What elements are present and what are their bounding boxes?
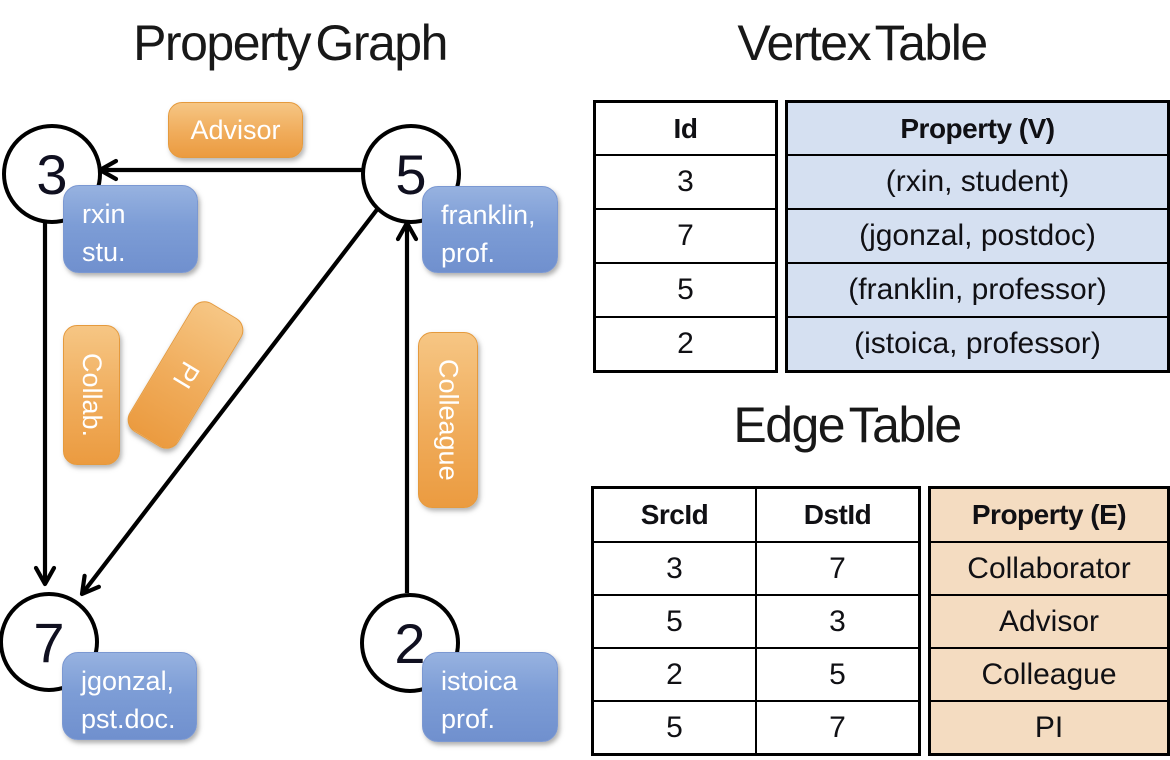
edge-table-dst-cell: 7 [757,700,918,753]
vertex-table-property-cell: (rxin, student) [788,154,1167,208]
edge-table-property-column: Property (E) Collaborator Advisor Collea… [928,486,1170,756]
vertex-property-line: prof. [441,238,496,268]
edge-table-dst-cell: 3 [757,594,918,647]
edge-table-src-cell: 2 [594,647,755,700]
edge-table-src-cell: 5 [594,594,755,647]
vertex-property-box-3: rxin stu. [63,185,198,273]
edge-table-src-cell: 3 [594,541,755,594]
edge-table: SrcId 3 5 2 5 DstId 7 3 5 7 Property (E)… [591,486,1170,756]
property-graph-title: Property Graph [133,15,448,71]
vertex-table-property-header: Property (V) [788,103,1167,154]
edge-table-title: Edge Table [733,397,962,453]
vertex-table-id-cell: 3 [596,154,775,208]
vertex-property-box-7: jgonzal, pst.doc. [62,652,197,740]
edge-table-id-columns: SrcId 3 5 2 5 DstId 7 3 5 7 [591,486,921,756]
edge-table-dst-header: DstId [803,499,872,530]
edge-pi-line [79,205,381,597]
vertex-property-line: istoica [441,666,518,696]
edge-label-colleague: Colleague [418,332,478,508]
vertex-table-property-column: Property (V) (rxin, student) (jgonzal, p… [785,100,1170,373]
edge-table-src-header: SrcId [640,499,709,530]
vertex-property-line: rxin [82,199,126,229]
edge-table-dst-cell: 7 [757,541,918,594]
edge-table-property-cell: Collaborator [931,541,1167,594]
vertex-property-line: franklin, [441,200,536,230]
vertex-property-line: pst.doc. [81,704,176,734]
graph-edges [33,158,419,597]
vertex-table-property-cell: (franklin, professor) [788,262,1167,316]
edge-table-dst-column: DstId 7 3 5 7 [755,489,918,753]
vertex-node-2: 2 [360,593,460,693]
vertex-property-line: jgonzal, [81,666,175,696]
vertex-table-id-column: Id 3 7 5 2 [593,100,778,373]
edge-table-property-cell: Colleague [931,647,1167,700]
property-graph-panel: Property Graph 3 5 7 2 rxin stu. frankli… [0,0,580,760]
vertex-property-box-5: franklin, prof. [422,186,558,273]
edge-table-property-cell: PI [931,700,1167,753]
vertex-property-line: prof. [441,704,496,734]
vertex-table: Id 3 7 5 2 Property (V) (rxin, student) … [593,100,1170,373]
edge-table-src-column: SrcId 3 5 2 5 [594,489,755,753]
vertex-table-title: Vertex Table [737,15,988,71]
edge-label-advisor: Advisor [168,102,303,158]
edge-table-property-header: Property (E) [931,489,1167,541]
vertex-property-box-2: istoica prof. [422,652,558,742]
vertex-table-property-cell: (jgonzal, postdoc) [788,208,1167,262]
vertex-property-line: stu. [82,237,126,267]
edge-label-collab: Collab. [63,325,120,465]
vertex-table-id-header: Id [673,112,698,144]
edge-table-dst-cell: 5 [757,647,918,700]
edge-table-src-cell: 5 [594,700,755,753]
vertex-table-id-cell: 5 [596,262,775,316]
vertex-table-id-cell: 7 [596,208,775,262]
vertex-table-id-cell: 2 [596,316,775,370]
vertex-table-property-cell: (istoica, professor) [788,316,1167,370]
edge-table-property-cell: Advisor [931,594,1167,647]
